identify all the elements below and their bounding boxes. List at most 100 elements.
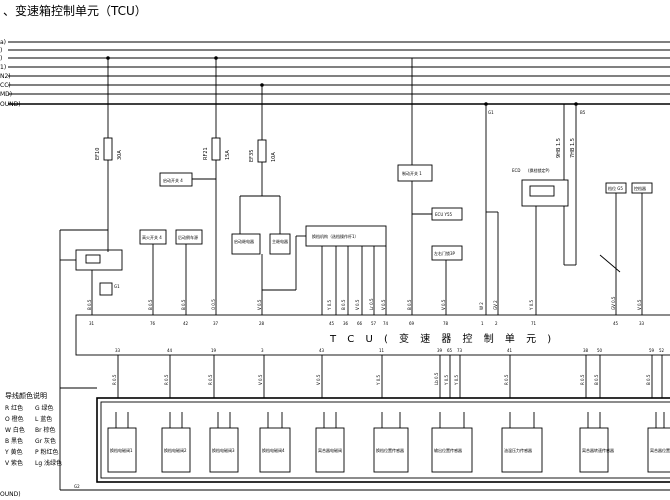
wire-label-top: GV 2 xyxy=(493,300,498,310)
svg-text:RF21: RF21 xyxy=(203,147,209,160)
wire-label-bottom: V 0.5 xyxy=(316,374,321,385)
wire-label-bottom: R 0.5 xyxy=(208,374,213,385)
svg-text:G1: G1 xyxy=(488,110,494,115)
main-relay-box: 主继电器 xyxy=(261,195,291,315)
svg-text:9HB 1.5: 9HB 1.5 xyxy=(556,138,562,158)
relay-left: G1 xyxy=(59,229,123,315)
tcu-top-pin: 69 xyxy=(409,321,415,326)
bottom-component-box xyxy=(209,427,239,473)
rail-label-1: a) xyxy=(0,39,6,46)
wire-label-top: B 0.5 xyxy=(181,299,186,310)
ecu-box: ECU Y55 xyxy=(412,207,463,221)
wire-label-top: Lr 0.5 xyxy=(369,298,374,310)
legend-title: 导线颜色说明 xyxy=(5,391,47,400)
wire-label-bottom: B 0.5 xyxy=(594,374,599,385)
rail-label-6: CC) xyxy=(0,82,11,89)
bottom-component-box xyxy=(107,427,137,473)
wire-label-top: V 0.5 xyxy=(355,299,360,310)
bottom-component-label: 换档电磁阀4 xyxy=(262,447,285,453)
relay-ground-label: G1 xyxy=(114,284,120,289)
wire-label-top: GV 0.5 xyxy=(611,296,616,310)
bottom-component-label: 离合器位置传感器 xyxy=(650,447,670,453)
wire-label-bottom: B 0.5 xyxy=(646,374,651,385)
bottom-component-label: 离合器电磁阀 xyxy=(318,447,342,453)
svg-text:G2: G2 xyxy=(74,484,80,489)
svg-text:Y 黄色: Y 黄色 xyxy=(4,448,23,456)
bottom-component-box xyxy=(373,427,409,473)
wire-label-top: V 0.5 xyxy=(381,299,386,310)
tcu-bottom-pin: 59 xyxy=(649,348,655,353)
svg-text:W 白色: W 白色 xyxy=(5,426,25,434)
svg-text:7HB 1.5: 7HB 1.5 xyxy=(570,138,576,158)
tcu-label: T C U ( 变 速 器 控 制 单 元 ) xyxy=(329,332,555,345)
wire-label-bottom: V 0.5 xyxy=(258,374,263,385)
svg-text:Br 棕色: Br 棕色 xyxy=(35,426,56,434)
tcu-top-pin: 78 xyxy=(443,321,449,326)
wire-label-top: V 0.5 xyxy=(441,299,446,310)
svg-text:(换档锁定P): (换档锁定P) xyxy=(528,167,550,173)
tcu-bottom-pin: 33 xyxy=(115,348,121,353)
tcu-top-pin: 33 xyxy=(639,321,645,326)
tcu-top-pin: 42 xyxy=(183,321,189,326)
tcu-top-pin: 45 xyxy=(613,321,619,326)
svg-text:V 紫色: V 紫色 xyxy=(5,459,23,467)
wire-label-bottom: R 0.5 xyxy=(164,374,169,385)
tcu-top-pin: 28 xyxy=(259,321,265,326)
ignition-switch-box: 启动开关 4 xyxy=(159,172,216,187)
wire-label-bottom: Y 0.5 xyxy=(454,374,459,386)
fuse-rf21: RF21 15A xyxy=(203,58,231,262)
svg-text:启动开关 4: 启动开关 4 xyxy=(163,177,183,183)
tcu-bottom-pin: 44 xyxy=(167,348,173,353)
power-rails: a) ) ) 1) N2) CC) MD) OUND) xyxy=(0,39,670,108)
wire-label-top: V 0.5 xyxy=(637,299,642,310)
svg-text:15A: 15A xyxy=(225,150,231,160)
svg-text:后动倒车源: 后动倒车源 xyxy=(178,234,198,240)
rail-label-4: 1) xyxy=(0,64,6,71)
svg-text:启动继电器: 启动继电器 xyxy=(234,238,254,244)
svg-text:B 黑色: B 黑色 xyxy=(5,437,23,445)
right-power-wires: G1 B5 9HB 1.5 7HB 1.5 xyxy=(485,104,586,315)
bottom-component-label: 换档电磁阀3 xyxy=(212,447,235,453)
bottom-component-box xyxy=(259,427,291,473)
left-wires xyxy=(59,315,97,389)
bottom-component-box xyxy=(579,427,609,473)
rail-label-3: ) xyxy=(0,55,2,62)
tcu-bottom-pin: 50 xyxy=(597,348,603,353)
svg-text:Lg 浅绿色: Lg 浅绿色 xyxy=(35,459,62,467)
wire-label-top: B 0.5 xyxy=(87,299,92,310)
start-relay-box: 启动继电器 xyxy=(231,195,262,255)
svg-text:30A: 30A xyxy=(117,150,123,160)
bottom-harness: G2 OUND) xyxy=(0,388,670,498)
tcu-top-pin: 2 xyxy=(495,321,498,326)
bottom-component-label: 输出位置传感器 xyxy=(434,447,462,453)
svg-text:10A: 10A xyxy=(271,152,277,162)
tcu-top-pin: 37 xyxy=(213,321,219,326)
rail-label-8: OUND) xyxy=(0,101,21,108)
svg-text:ECU Y55: ECU Y55 xyxy=(435,212,453,217)
svg-text:B5: B5 xyxy=(580,110,586,115)
tcu-bottom-pin: 52 xyxy=(659,348,665,353)
wire-label-top: B 0.5 xyxy=(341,299,346,310)
high-low-switch: 高火开关 4 xyxy=(139,229,167,315)
tcu-bottom-pin: 38 xyxy=(583,348,589,353)
tcu-bottom-pin: 3 xyxy=(261,348,264,353)
tcu-top-pin: 76 xyxy=(150,321,156,326)
svg-text:R 红色: R 红色 xyxy=(5,404,23,412)
right-small-boxes: 档位 G5 控档器 xyxy=(599,182,653,315)
fuse-ef10: EF10 30A xyxy=(95,58,123,245)
bottom-component-label: 换档电磁阀2 xyxy=(164,447,187,453)
tcu-bottom-pin: 73 xyxy=(457,348,463,353)
svg-text:L 蓝色: L 蓝色 xyxy=(35,415,52,423)
rail-label-7: MD) xyxy=(0,91,12,98)
rail-label-2: ) xyxy=(0,47,2,54)
tcu-top-pin: 31 xyxy=(89,321,95,326)
svg-text:EF10: EF10 xyxy=(95,148,101,160)
tcu-bottom-pin: 41 xyxy=(507,348,513,353)
wire-label-bottom: R 0.5 xyxy=(580,374,585,385)
tcu-bottom-pin: 39 xyxy=(437,348,443,353)
wire-label-bottom: Lb 0.5 xyxy=(434,372,439,385)
wire-label-bottom: R 0.5 xyxy=(504,374,509,385)
